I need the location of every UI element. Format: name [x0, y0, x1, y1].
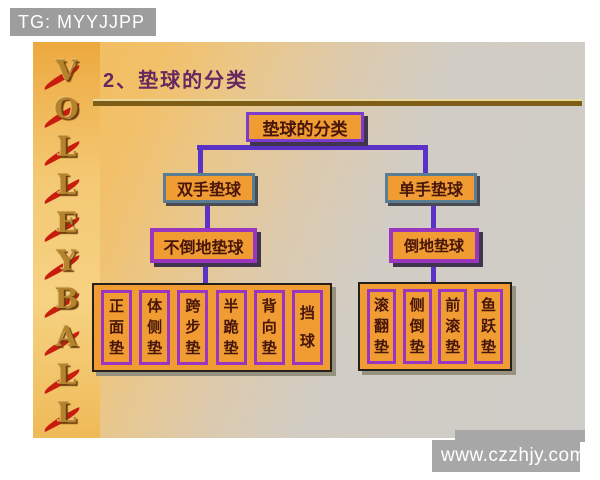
- letter-cell: L: [33, 166, 100, 205]
- leaf-half-kneel-dig: 半跪垫: [215, 290, 247, 365]
- watermark-step: [455, 430, 585, 442]
- sidebar-letter: Y: [56, 244, 77, 277]
- leaf-dive-dig: 鱼跃垫: [473, 289, 503, 364]
- leaf-stride-dig: 跨步垫: [177, 290, 209, 365]
- leaf-roll-dig: 滚翻垫: [367, 289, 396, 364]
- leaf-side-fall-dig: 侧倒垫: [402, 289, 432, 364]
- volleyball-sidebar: V O L L E Y B A L L: [33, 42, 100, 438]
- letter-cell: O: [33, 90, 100, 129]
- right-leaf-group: 滚翻垫 侧倒垫 前滚垫 鱼跃垫: [358, 282, 512, 371]
- letter-cell: V: [33, 52, 100, 91]
- leaf-forward-roll-dig: 前滚垫: [438, 289, 468, 364]
- connector-v-l3-right: [431, 262, 436, 283]
- letter-cell: L: [33, 356, 100, 395]
- letter-cell: L: [33, 394, 100, 433]
- node-root: 垫球的分类: [246, 112, 364, 142]
- node-non-falling-dig: 不倒地垫球: [150, 228, 257, 263]
- letter-cell: A: [33, 318, 100, 357]
- letter-cell: B: [33, 280, 100, 319]
- title-underline: [93, 99, 582, 106]
- connector-v-l2-left: [205, 203, 210, 229]
- leaf-side-dig: 体侧垫: [139, 290, 171, 365]
- sidebar-letter: A: [55, 320, 78, 353]
- leaf-block-ball: 挡球: [291, 290, 323, 365]
- volleyball-letters: V O L L E Y B A L L: [33, 42, 100, 433]
- connector-v-left: [198, 145, 203, 174]
- letter-cell: E: [33, 204, 100, 243]
- node-two-hand-dig: 双手垫球: [163, 173, 255, 203]
- left-leaf-group: 正面垫 体侧垫 跨步垫 半跪垫 背向垫 挡球: [92, 283, 332, 372]
- slide-title: 2、垫球的分类: [103, 70, 249, 92]
- sidebar-letter: L: [56, 168, 77, 201]
- slide: V O L L E Y B A L L 2、垫球的分类 垫球的分类 双手垫球 单…: [33, 42, 585, 438]
- sidebar-letter: L: [56, 396, 77, 429]
- sidebar-letter: B: [54, 282, 79, 315]
- leaf-backward-dig: 背向垫: [253, 290, 285, 365]
- connector-v-l2-right: [431, 203, 436, 229]
- sidebar-letter: L: [56, 358, 77, 391]
- node-one-hand-dig: 单手垫球: [385, 173, 477, 203]
- letter-cell: L: [33, 128, 100, 167]
- connector-v-right: [423, 145, 428, 174]
- connector-v-l3-left: [203, 262, 208, 284]
- sidebar-letter: O: [54, 92, 79, 125]
- sidebar-letter: L: [56, 130, 77, 163]
- connector-horizontal: [197, 145, 428, 150]
- leaf-front-dig: 正面垫: [101, 290, 132, 365]
- tg-banner: TG: MYYJJPP: [10, 8, 156, 36]
- watermark: www.czzhjy.com: [432, 440, 585, 472]
- sidebar-letter: E: [55, 206, 78, 239]
- letter-cell: Y: [33, 242, 100, 281]
- sidebar-letter: V: [55, 54, 78, 87]
- node-falling-dig: 倒地垫球: [389, 228, 479, 263]
